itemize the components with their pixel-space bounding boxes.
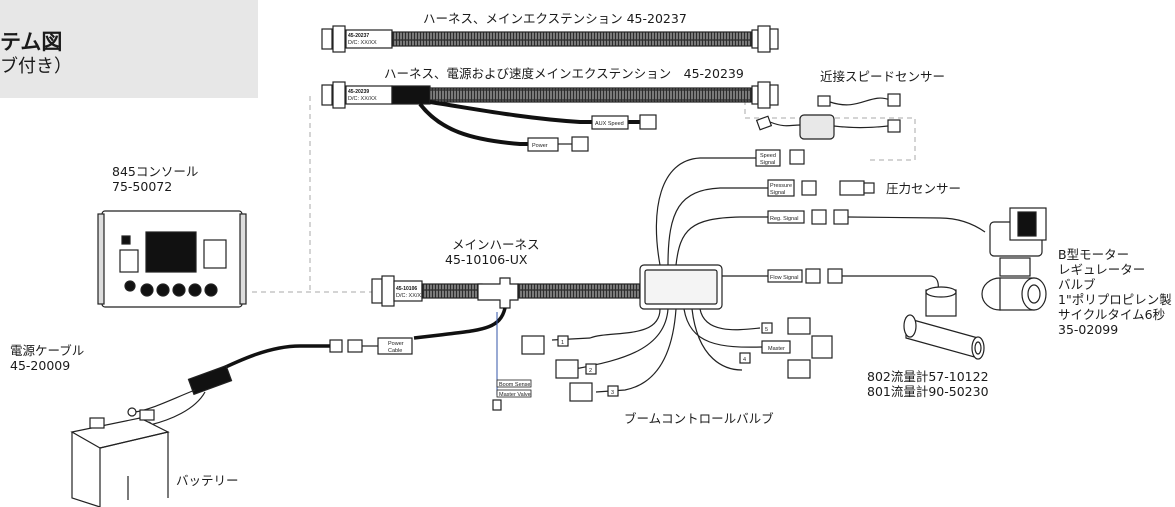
ext1-stamp-pn: 45-20237 [348,33,369,39]
label-motor-line1: B型モーター [1058,247,1130,262]
console-845 [97,210,247,308]
pressure-sensor [863,182,875,194]
label-motor-line5: サイクルタイム6秒 [1058,307,1166,322]
label-main-harness-pn: 45-10106-UX [445,252,528,267]
label-main-harness-name: メインハーネス [452,237,540,252]
tag-power-cable-1: Power [388,341,404,347]
label-boom-control-valves: ブームコントロールバルブ [624,411,774,426]
label-console-pn: 75-50072 [112,179,173,194]
tag-speed-signal-1: Speed [760,153,776,159]
boom-valve-connectors: 1 2 3 4 5 [521,317,811,402]
boom-num-4: 4 [743,357,746,363]
tag-speed-signal-2: Signal [760,160,775,166]
tag-boom-sense: Boom Sense [499,382,531,388]
boom-num-3: 3 [611,390,614,396]
tag-master: Master [768,346,785,352]
tag-master-valve: Master Valve [499,392,531,398]
tag-pressure-signal-2: Signal [770,190,785,196]
page-title: テム図 [0,30,63,54]
harness-stamp-dc: D/C: XX/XX [396,293,425,299]
dashed-links [252,96,916,293]
label-motor-line4: 1"ポリプロピレン製 [1058,292,1172,307]
main-harness: 45-10106 D/C: XX/XX Boom Sense Master Va… [371,275,643,411]
label-motor-line6: 35-02099 [1058,322,1119,337]
label-flowmeter-801: 801流量計90-50230 [867,384,989,399]
tag-reg-signal: Reg. Signal [770,216,798,222]
tag-power: Power [532,143,548,149]
tag-flow-signal: Flow Signal [770,275,798,281]
tag-aux-speed: AUX Speed [595,121,624,127]
power-cable: Power Cable [127,337,413,431]
label-power-cable-pn: 45-20009 [10,358,71,373]
tag-pressure-signal-1: Pressure [770,183,792,189]
label-prox-speed-sensor: 近接スピードセンサー [820,69,946,84]
page-subtitle: ブ付き） [0,56,72,77]
label-power-cable-name: 電源ケーブル [10,343,85,358]
label-flowmeter-802: 802流量計57-10122 [867,369,989,384]
ext2-stamp-pn: 45-20239 [348,89,369,95]
battery [70,409,170,507]
label-console-name: 845コンソール [112,164,199,179]
proximity-speed-sensor [755,93,901,140]
junction-hub [551,157,768,393]
boom-num-5: 5 [765,327,768,333]
label-motor-line3: バルブ [1058,277,1096,292]
label-motor-line2: レギュレーター [1058,262,1146,277]
harness-stamp-pn: 45-10106 [396,286,417,292]
flow-meter [903,286,985,360]
ext2-stamp-dc: D/C: XX/XX [348,96,377,102]
power-speed-extension-harness: 45-20239 D/C: XX/XX AUX Speed Power [321,81,779,152]
title-box: テム図 ブ付き） [0,0,258,98]
boom-num-1: 1 [561,340,564,346]
tag-power-cable-2: Cable [388,348,402,354]
label-power-speed-extension: ハーネス、電源および速度メインエクステンション 45-20239 [384,66,744,81]
label-pressure-sensor: 圧力センサー [886,181,962,196]
boom-num-2: 2 [589,368,592,374]
ext1-stamp-dc: D/C: XX/XX [348,40,377,46]
signal-tags: Speed Signal Pressure Signal Reg. Signal… [755,149,986,359]
label-main-extension: ハーネス、メインエクステンション 45-20237 [423,11,687,26]
label-battery: バッテリー [176,473,239,488]
regulator-valve [981,207,1047,311]
main-extension-harness: 45-20237 D/C: XX/XX [321,25,779,53]
